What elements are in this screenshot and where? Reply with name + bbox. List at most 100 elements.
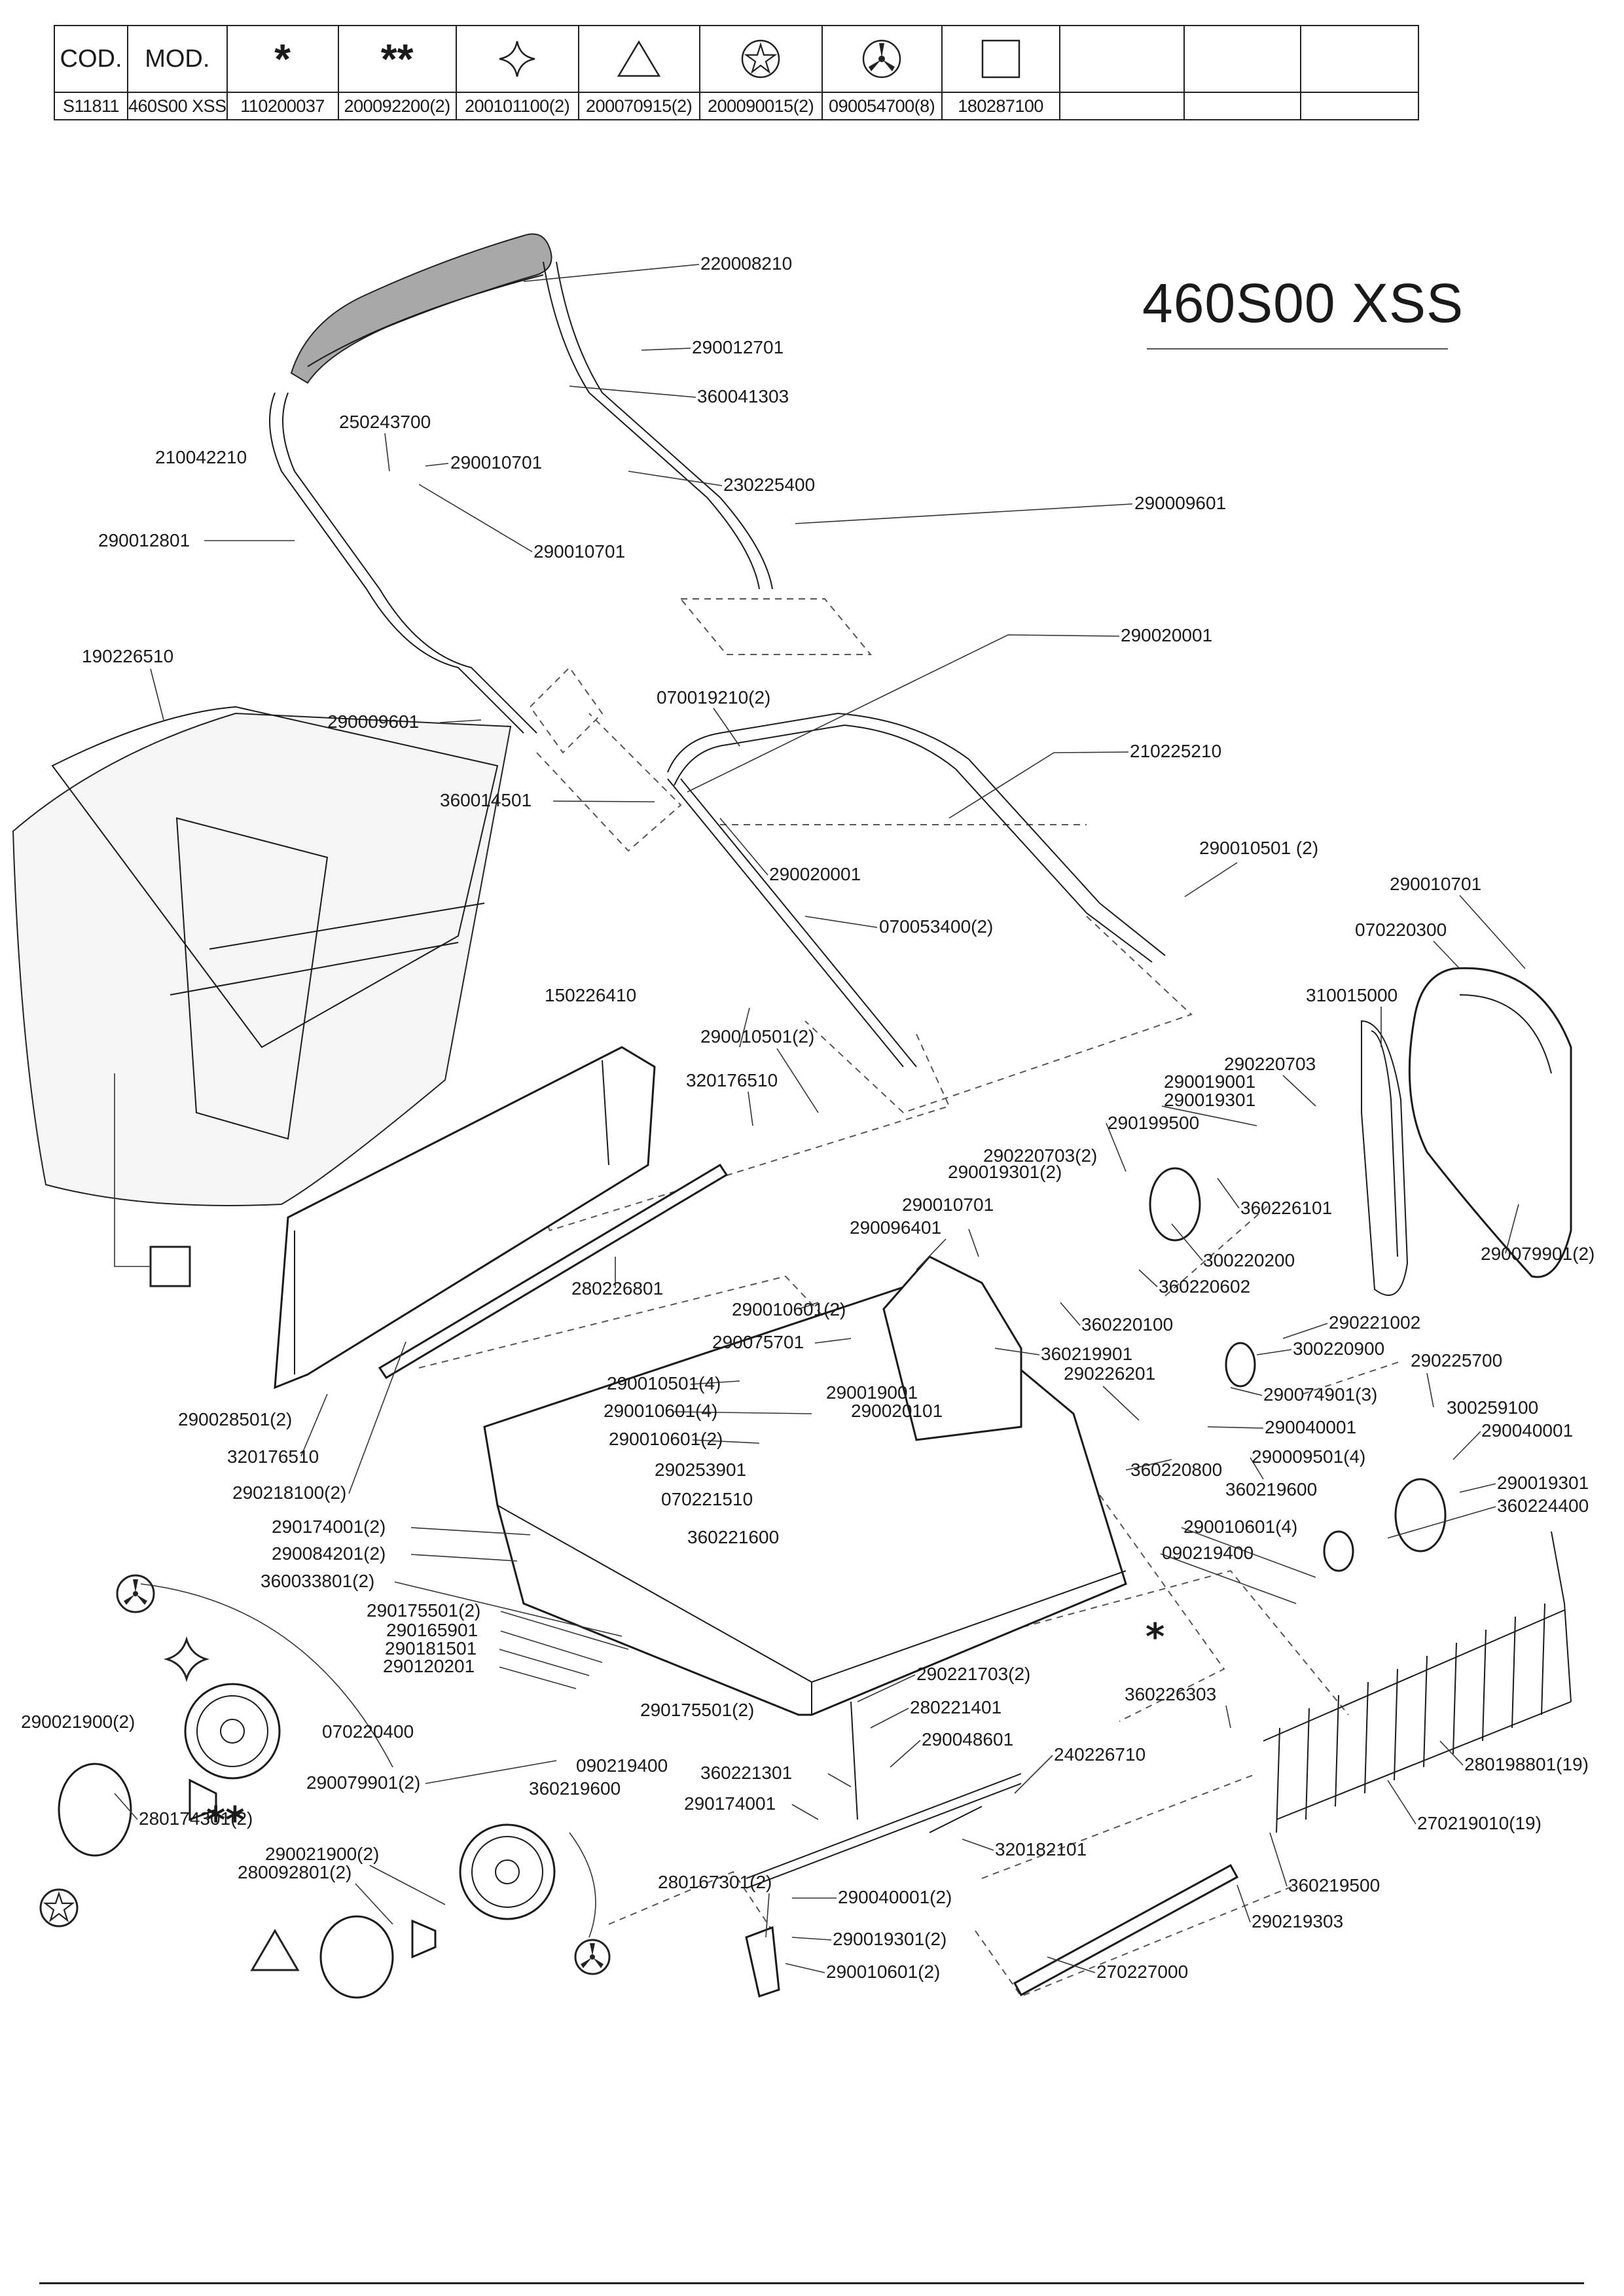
value-empty-3 [1299, 92, 1419, 120]
part-number-label: 090219400 [1162, 1543, 1254, 1563]
part-number-label: 290253901 [655, 1460, 746, 1480]
code-table: COD. MOD. * ** [54, 25, 1419, 120]
table-value-row: S11811 460S00 XSS 110200037 200092200(2)… [54, 92, 1419, 120]
part-number-label: 360014501 [440, 790, 532, 810]
part-number-label: 230225400 [723, 475, 815, 495]
part-number-label: 290175501(2) [640, 1700, 754, 1720]
square-icon [981, 39, 1020, 79]
part-number-label: 290010701 [902, 1194, 994, 1215]
part-number-label: 360226101 [1240, 1198, 1332, 1218]
header-triangle [577, 25, 700, 93]
belt-cover [1408, 967, 1572, 1278]
header-single-star: * [226, 25, 339, 93]
part-number-label: 070053400(2) [879, 916, 993, 937]
part-number-label: 270219010(19) [1417, 1813, 1542, 1833]
part-number-label: 360219901 [1041, 1344, 1132, 1364]
star-circle-icon [741, 39, 780, 79]
symbol-triskele-wheel-1 [116, 1574, 155, 1613]
header-mod: MOD. [127, 25, 228, 93]
part-number-label: 290120201 [383, 1656, 475, 1676]
table-header-row: COD. MOD. * ** [54, 25, 1419, 93]
part-number-label: 070019210(2) [657, 687, 770, 708]
header-triskele-circle [821, 25, 943, 93]
scarifier-rotor [1263, 1531, 1572, 1833]
part-number-label: 290174001(2) [272, 1516, 386, 1537]
part-number-label: 360221301 [700, 1763, 792, 1783]
part-number-label: 290019001 [826, 1382, 918, 1403]
part-number-label: 290020001 [1121, 625, 1212, 645]
value-star-circle: 200090015(2) [698, 92, 823, 120]
part-number-label: 310015000 [1306, 985, 1398, 1005]
part-number-label: 290096401 [850, 1217, 941, 1238]
header-empty-1 [1058, 25, 1185, 93]
hinge-rod [378, 1163, 729, 1380]
upper-handle [269, 233, 773, 734]
part-number-label: 290174001 [684, 1793, 776, 1814]
part-number-label: 280167301(2) [658, 1872, 772, 1892]
part-number-label: 290199500 [1108, 1113, 1199, 1133]
part-number-label: 290028501(2) [178, 1409, 292, 1429]
part-number-label: 290218100(2) [232, 1482, 346, 1503]
part-number-label: 070220300 [1355, 920, 1447, 940]
part-number-label: 290219303 [1252, 1911, 1343, 1931]
lower-handle [667, 713, 1166, 1067]
part-number-label: 290010701 [1390, 874, 1481, 894]
double-star-marker: ** [380, 35, 414, 82]
value-mod: 460S00 XSS [127, 92, 228, 120]
assembly-guides [418, 598, 1401, 1998]
part-number-label: 360221600 [687, 1527, 779, 1547]
mower-deck [483, 1255, 1127, 1716]
value-four-point-star: 200101100(2) [455, 92, 579, 120]
part-number-label: 290019301 [1497, 1473, 1589, 1493]
drive-belt [1361, 1020, 1409, 1296]
part-number-label: 290040001 [1481, 1420, 1573, 1441]
part-number-label: 290019001 [1164, 1071, 1255, 1092]
part-number-label: 290010501(4) [607, 1373, 721, 1393]
part-number-label: 220008210 [700, 253, 792, 274]
part-number-label: 240226710 [1054, 1744, 1146, 1765]
part-number-label: 290010601(4) [604, 1401, 717, 1421]
single-star-marker-diagram: * [1146, 1616, 1164, 1659]
part-number-label: 290175501(2) [367, 1600, 480, 1621]
part-number-label: 290009501(4) [1252, 1446, 1365, 1467]
triangle-icon [617, 40, 661, 77]
part-number-label: 280226801 [571, 1278, 663, 1299]
part-number-label: 290225700 [1411, 1350, 1502, 1371]
grass-bag [12, 706, 512, 1206]
part-number-label: 320176510 [686, 1070, 778, 1090]
part-number-label: 290048601 [922, 1729, 1013, 1749]
part-number-label: 290010601(2) [826, 1962, 940, 1982]
part-number-label: 300220200 [1203, 1250, 1295, 1270]
part-number-label: 300259100 [1447, 1397, 1538, 1418]
part-number-label: 360219600 [529, 1778, 621, 1799]
value-cod: S11811 [54, 92, 128, 120]
value-square: 180287100 [941, 92, 1060, 120]
part-number-label: 290165901 [386, 1620, 478, 1640]
part-number-label: 290220703(2) [983, 1145, 1097, 1166]
double-star-marker-diagram: ** [206, 1799, 245, 1842]
part-number-label: 070221510 [661, 1489, 753, 1509]
title-underline [1147, 348, 1448, 350]
part-number-label: 290220703 [1224, 1054, 1316, 1074]
value-triangle: 200070915(2) [577, 92, 700, 120]
part-number-label: 290021900(2) [21, 1712, 135, 1732]
part-number-label: 190226510 [82, 646, 173, 666]
header-cod: COD. [54, 25, 128, 93]
part-number-label: 290010701 [450, 452, 542, 473]
symbol-triangle [250, 1929, 300, 1971]
part-number-label: 290010601(2) [609, 1429, 723, 1449]
part-number-label: 150226410 [545, 985, 636, 1005]
value-triskele-circle: 090054700(8) [821, 92, 943, 120]
footer-rule [39, 2282, 1584, 2284]
header-empty-3 [1299, 25, 1419, 93]
value-double-star: 200092200(2) [337, 92, 457, 120]
model-title: 460S00 XSS [1142, 272, 1464, 334]
part-number-label: 320182101 [995, 1839, 1087, 1859]
header-square [941, 25, 1060, 93]
rotor-shaft [1013, 1863, 1239, 1997]
part-number-label: 290020101 [851, 1401, 943, 1421]
header-empty-2 [1183, 25, 1301, 93]
part-number-label: 290010501(2) [700, 1026, 814, 1047]
part-number-label: 280092801(2) [238, 1862, 352, 1882]
pulleys [1149, 1167, 1447, 1572]
